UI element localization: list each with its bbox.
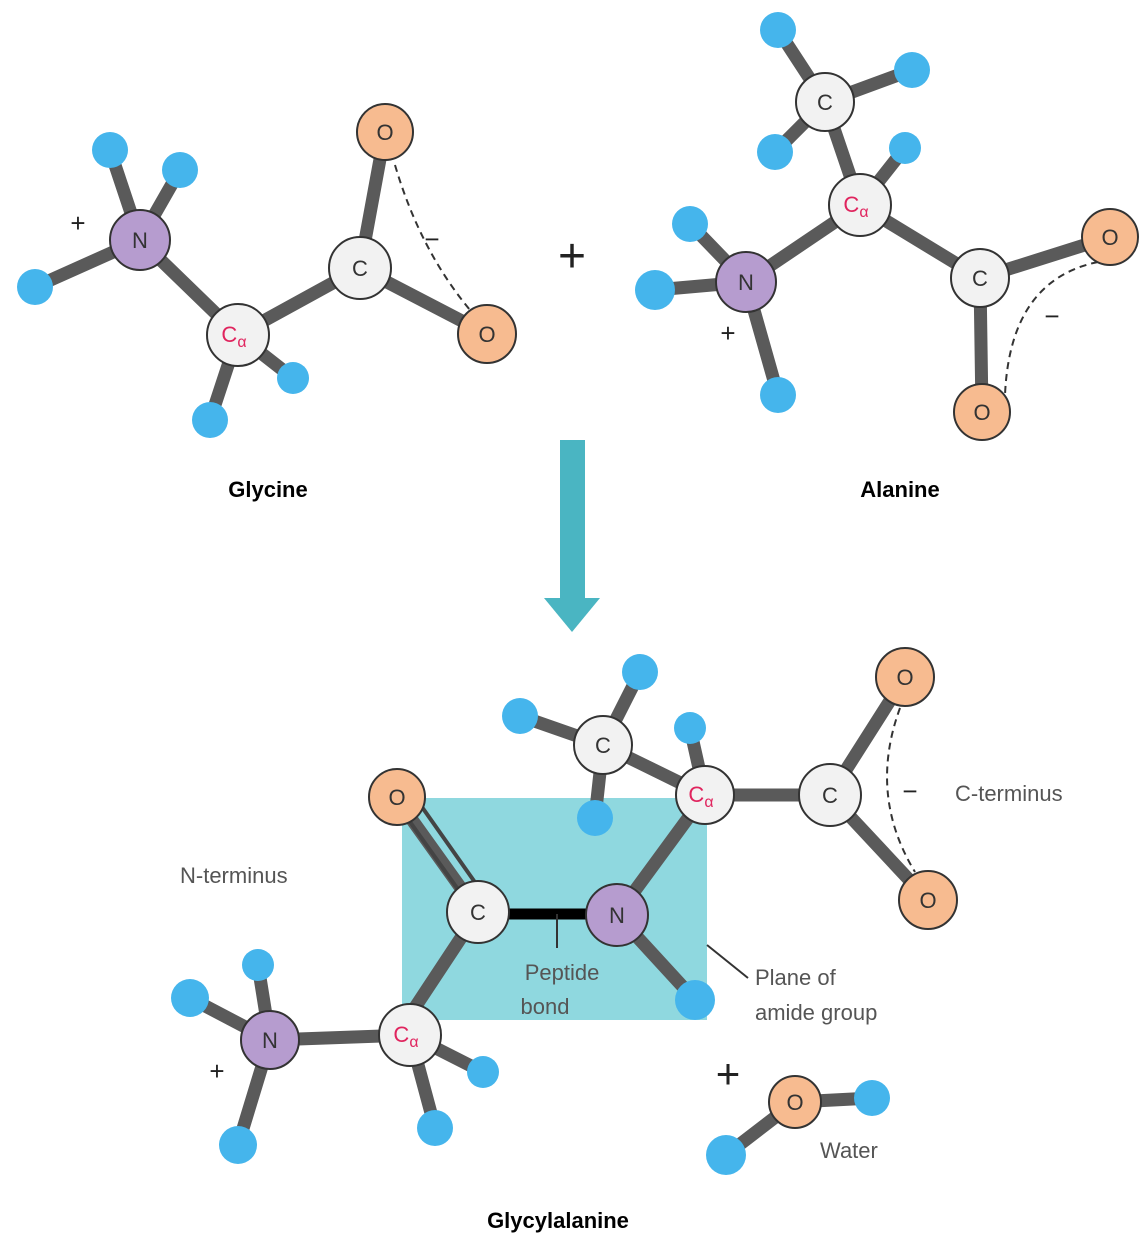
- glycine-bonds: [28, 125, 494, 427]
- carbon-label: C: [817, 90, 833, 115]
- hydrogen-atom: [757, 134, 793, 170]
- hydrogen-atom: [635, 270, 675, 310]
- hydrogen-atom: [417, 1110, 453, 1146]
- peptide-bond-label: bond: [521, 994, 570, 1019]
- oxygen-label: O: [376, 120, 393, 145]
- oxygen-atom: O: [898, 870, 958, 930]
- hydrogen-atom: [277, 362, 309, 394]
- hydrogen-atom: [242, 949, 274, 981]
- hydrogen-atom: [674, 712, 706, 744]
- hydrogen-atom: [672, 206, 708, 242]
- oxygen-atom: O: [356, 103, 414, 161]
- hydrogen-atom: [675, 980, 715, 1020]
- alpha-carbon-atom: Cα: [378, 1003, 442, 1067]
- peptide-bond-label: Peptide: [525, 960, 600, 985]
- alpha-carbon-label: Cα: [843, 192, 868, 221]
- carbon-label: C: [470, 900, 486, 925]
- nitrogen-atom: N: [715, 251, 777, 313]
- resonance-dashes: [886, 707, 916, 873]
- hydrogen-atom: [171, 979, 209, 1017]
- glycine-caption: Glycine: [228, 477, 307, 502]
- glycylalanine-molecule: C Cα C O O O C N: [171, 647, 958, 1175]
- alanine-molecule: C Cα N C O O + −: [635, 12, 1139, 441]
- nitrogen-atom: N: [109, 209, 171, 271]
- hydrogen-atom: [706, 1135, 746, 1175]
- hydrogen-atom: [219, 1126, 257, 1164]
- hydrogen-atom: [894, 52, 930, 88]
- amide-nitrogen-atom: N: [585, 883, 649, 947]
- alpha-carbon-atom: Cα: [206, 303, 270, 367]
- carbon-label: C: [972, 266, 988, 291]
- amide-carbon-atom: C: [446, 880, 510, 944]
- alpha-carbon-atom: Cα: [828, 173, 892, 237]
- hydrogen-atom: [92, 132, 128, 168]
- c-terminus-label: C-terminus: [955, 781, 1063, 806]
- positive-charge: +: [720, 318, 735, 348]
- alanine-caption: Alanine: [860, 477, 939, 502]
- oxygen-label: O: [388, 785, 405, 810]
- glycylalanine-caption: Glycylalanine: [487, 1208, 629, 1233]
- oxygen-atom: O: [1081, 208, 1139, 266]
- amide-oxygen-atom: O: [368, 768, 426, 826]
- carbon-label: C: [352, 256, 368, 281]
- carbon-label: C: [822, 783, 838, 808]
- oxygen-label: O: [919, 888, 936, 913]
- hydrogen-atom: [17, 269, 53, 305]
- negative-charge: −: [424, 224, 439, 254]
- glycine-molecule: N Cα C O O + −: [17, 103, 517, 438]
- positive-charge: +: [209, 1056, 224, 1086]
- oxygen-label: O: [786, 1090, 803, 1115]
- hydrogen-atom: [502, 698, 538, 734]
- hydrogen-atom: [760, 377, 796, 413]
- alpha-carbon-label: Cα: [221, 322, 246, 351]
- hydrogen-atom: [622, 654, 658, 690]
- hydrogen-atom: [467, 1056, 499, 1088]
- methyl-carbon-atom: C: [795, 72, 855, 132]
- n-terminus-label: N-terminus: [180, 863, 288, 888]
- amide-plane-label: amide group: [755, 1000, 877, 1025]
- oxygen-label: O: [973, 400, 990, 425]
- resonance-dashes: [394, 164, 471, 311]
- carboxyl-carbon-atom: C: [798, 763, 862, 827]
- positive-charge: +: [70, 208, 85, 238]
- alpha-carbon-atom: Cα: [675, 765, 735, 825]
- hydrogen-atom: [760, 12, 796, 48]
- reaction-arrow: [544, 440, 600, 632]
- hydrogen-atom: [577, 800, 613, 836]
- oxygen-label: O: [478, 322, 495, 347]
- alpha-carbon-label: Cα: [688, 782, 713, 811]
- hydrogen-atom: [854, 1080, 890, 1116]
- alpha-carbon-label: Cα: [393, 1022, 418, 1051]
- nitrogen-label: N: [262, 1028, 278, 1053]
- negative-charge: −: [902, 776, 917, 806]
- oxygen-atom: O: [953, 383, 1011, 441]
- resonance-dashes: [1004, 261, 1099, 396]
- negative-charge: −: [1044, 301, 1059, 331]
- oxygen-atom: O: [457, 304, 517, 364]
- nitrogen-label: N: [738, 270, 754, 295]
- oxygen-atom: O: [875, 647, 935, 707]
- amide-plane-pointer: [706, 944, 749, 979]
- hydrogen-atom: [889, 132, 921, 164]
- nitrogen-label: N: [609, 903, 625, 928]
- oxygen-label: O: [1101, 225, 1118, 250]
- nitrogen-label: N: [132, 228, 148, 253]
- product-plus-sign: +: [716, 1050, 741, 1097]
- water-oxygen-atom: O: [768, 1075, 822, 1129]
- nitrogen-atom: N: [240, 1010, 300, 1070]
- carbon-label: C: [595, 733, 611, 758]
- carbon-atom: C: [328, 236, 392, 300]
- amide-plane-label: Plane of: [755, 965, 837, 990]
- carbon-atom: C: [950, 248, 1010, 308]
- hydrogen-atom: [162, 152, 198, 188]
- methyl-carbon-atom: C: [573, 715, 633, 775]
- hydrogen-atom: [192, 402, 228, 438]
- water-label: Water: [820, 1138, 878, 1163]
- reactant-plus-sign: +: [558, 230, 586, 283]
- oxygen-label: O: [896, 665, 913, 690]
